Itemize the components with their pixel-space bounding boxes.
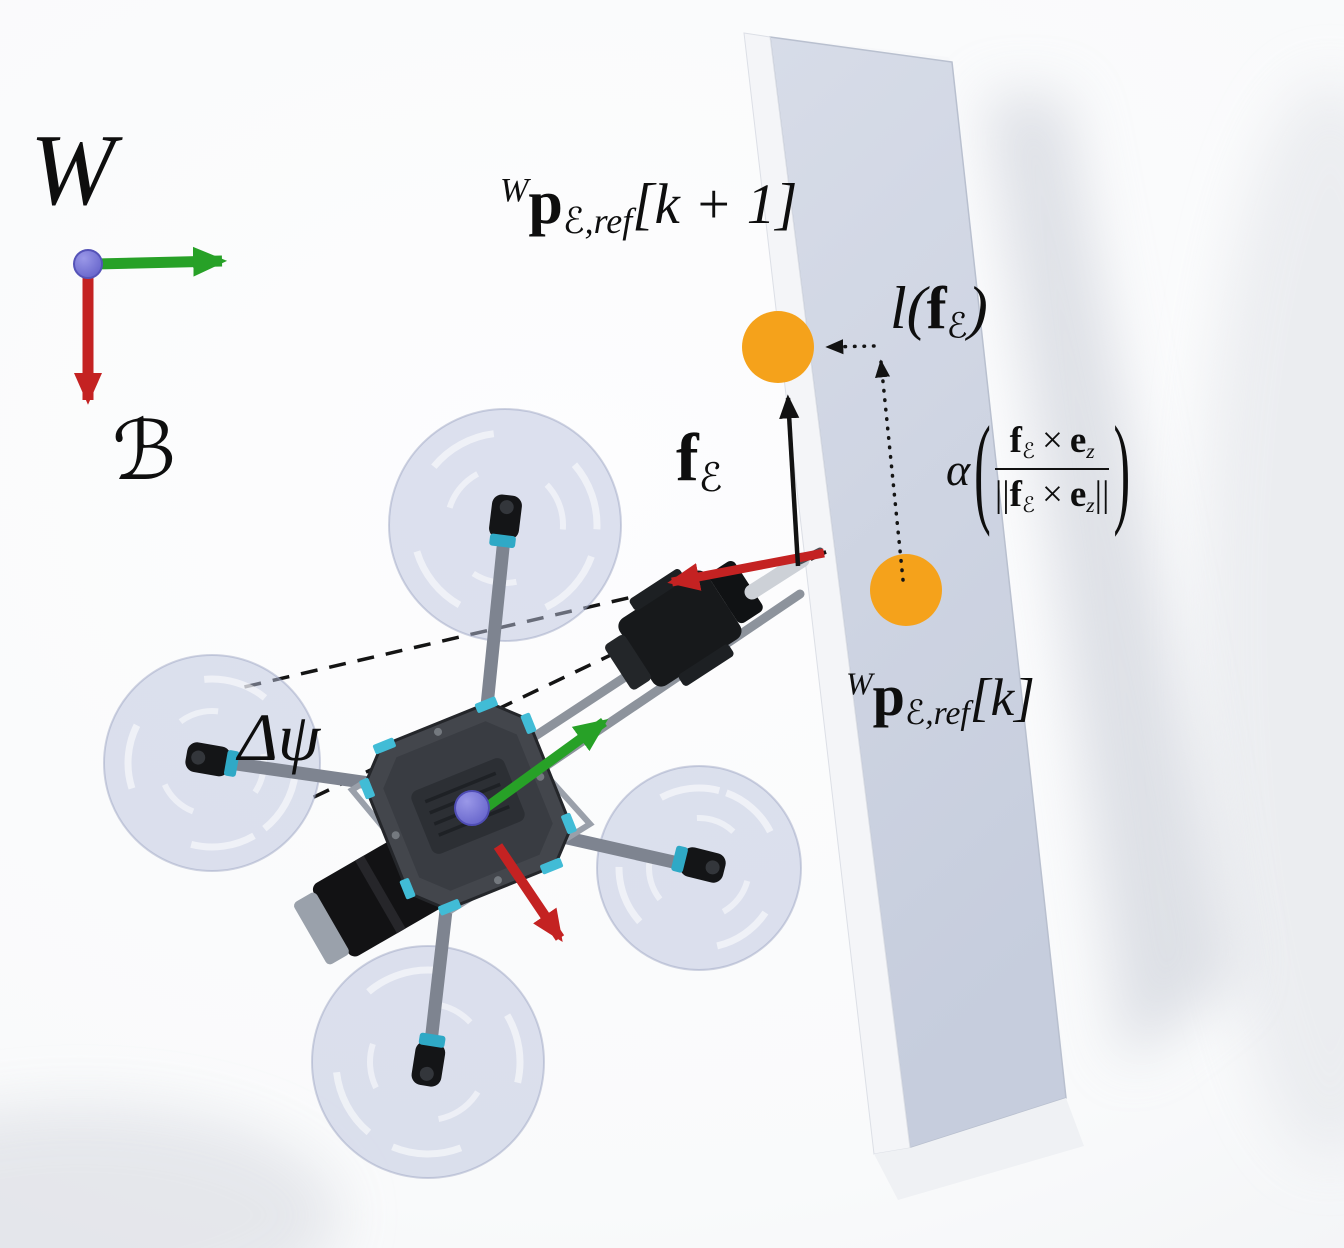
vector-e: e (1069, 420, 1087, 461)
l-open: l( (890, 275, 927, 341)
motor-hub-top (489, 494, 522, 549)
label-p-ref-current: Wpℰ,ref[k] (846, 662, 1035, 733)
waypoint-marker-current (870, 554, 942, 626)
subscript-ee: ℰ (562, 201, 585, 243)
world-y-axis-arrow (95, 246, 228, 277)
end-effector-shaft (744, 552, 810, 600)
norm-close: || (1094, 474, 1110, 516)
wall-bottom-face (874, 1098, 1084, 1200)
body-screws (391, 727, 545, 885)
subscript-z: z (1086, 439, 1095, 463)
world-frame-label: W (30, 112, 115, 229)
motor-hub-left (185, 742, 240, 777)
motor-hub-bottom (411, 1032, 446, 1087)
body-x-axis-arrow (477, 717, 609, 817)
subscript-z: z (1086, 493, 1095, 518)
vector-f: f (1009, 474, 1022, 516)
label-force: fℰ (676, 418, 723, 501)
force-vector-arrow (779, 394, 801, 567)
waypoint-marker-next (742, 311, 814, 383)
paren-open: ( (974, 400, 991, 538)
delta-psi-symbol: Δψ (238, 699, 321, 775)
superscript-frame: W (500, 171, 529, 209)
body-frame-letter: ℬ (112, 404, 177, 499)
index-k-plus-1: [k + 1] (632, 173, 798, 236)
world-frame-origin (73, 249, 103, 279)
body-frame-label: ℬ (112, 404, 176, 499)
cross-product: × (1041, 474, 1063, 516)
superscript-frame: W (846, 666, 873, 702)
cross-product: × (1041, 420, 1063, 461)
subscript-ee: ℰ (946, 306, 968, 347)
index-k: [k] (969, 667, 1035, 727)
subscript-ee: ℰ (698, 455, 723, 502)
quadrotor (103, 408, 825, 1179)
subscript-ref: ,ref (584, 201, 633, 242)
l-close: ) (967, 275, 988, 341)
world-frame-letter: W (30, 114, 115, 227)
tangent-direction-arrow (875, 359, 905, 582)
subscript-ee: ℰ (1021, 439, 1035, 464)
ambient-shadow-right (1200, 80, 1344, 1160)
unit-vector-fraction: fℰ×ez ||fℰ×ez|| (994, 420, 1110, 519)
label-yaw-delta: Δψ (238, 698, 320, 777)
vector-f: f (926, 275, 947, 341)
vector-f: f (676, 419, 699, 495)
motor-hub-right (671, 845, 726, 883)
frame-clips (359, 696, 577, 916)
alpha-symbol: α (946, 443, 971, 495)
vector-e: e (1069, 474, 1087, 516)
label-p-ref-next: Wpℰ,ref[k + 1] (500, 168, 797, 242)
body-frame-origin (454, 790, 490, 826)
paren-close: ) (1113, 400, 1131, 538)
label-alpha-term: α ( fℰ×ez ||fℰ×ez|| ) (946, 400, 1134, 537)
subscript-ee: ℰ (904, 693, 926, 733)
vector-p: p (528, 169, 563, 237)
label-offset-l: l(fℰ) (890, 274, 988, 347)
vector-p: p (872, 663, 905, 728)
body-y-axis-arrow (493, 843, 565, 942)
vector-f: f (1009, 420, 1022, 461)
ambient-shadow-bottom-left (0, 1105, 340, 1248)
subscript-ref: ,ref (925, 695, 970, 733)
wall-cast-shadow (985, 95, 1235, 1065)
norm-open: || (994, 474, 1010, 516)
world-frame (73, 246, 228, 405)
subscript-ee: ℰ (1021, 493, 1035, 519)
offset-distance-arrow (825, 339, 876, 355)
